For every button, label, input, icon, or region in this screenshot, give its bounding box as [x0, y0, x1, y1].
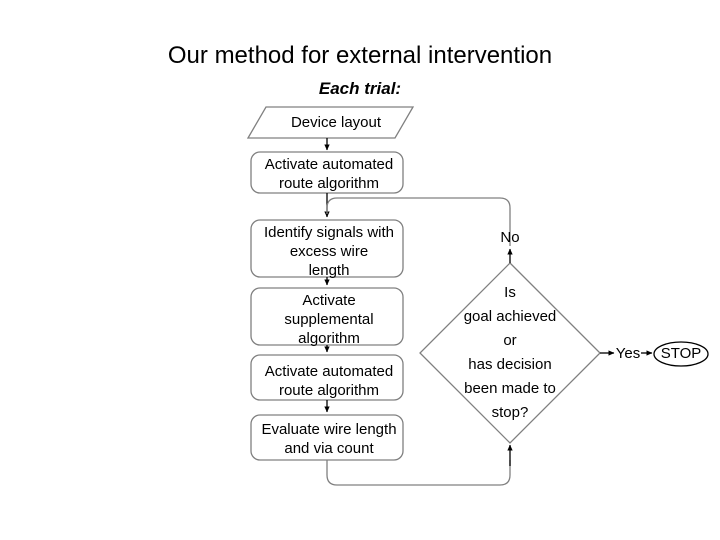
- node-activate-supplemental-label: Activate supplemental algorithm: [284, 292, 374, 347]
- node-decision-shape[interactable]: [419, 262, 601, 444]
- node-activate-automated-route-2-label: Activate automated route algorithm: [264, 363, 394, 399]
- connector-no-feedback-loop: [326, 197, 511, 246]
- node-device-layout-shape[interactable]: [246, 106, 415, 139]
- node-decision-label: Is goal achieved or has decision been ma…: [463, 284, 557, 421]
- node-stop-shape[interactable]: [653, 341, 709, 367]
- node-evaluate-wire-label: Evaluate wire length and via count: [261, 421, 397, 457]
- page-subtitle: Each trial:: [318, 79, 402, 98]
- node-activate-automated-route-1-label: Activate automated route algorithm: [264, 156, 394, 192]
- page-title: Our method for external intervention: [167, 42, 553, 69]
- edge-label-yes: Yes: [615, 345, 641, 362]
- connector-evaluate-to-decision: [326, 460, 511, 486]
- node-stop-label: STOP: [660, 345, 702, 362]
- node-identify-signals-label: Identify signals with excess wire length: [263, 224, 395, 279]
- edge-label-no: No: [500, 229, 520, 246]
- node-device-layout-label: Device layout: [290, 114, 382, 131]
